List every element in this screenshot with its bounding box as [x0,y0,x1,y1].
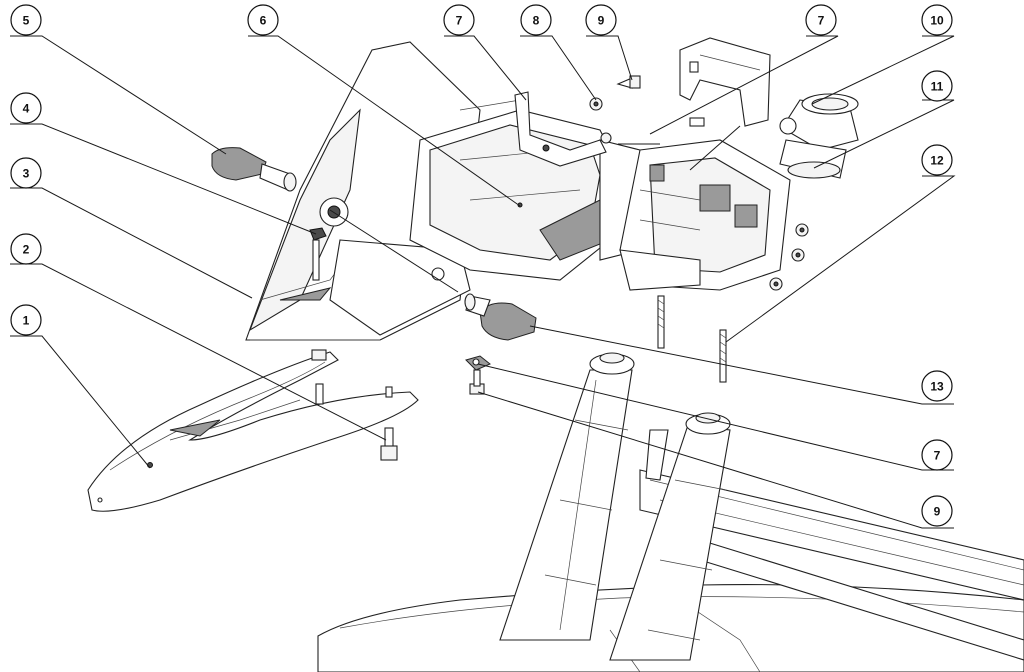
callout-13-label: 13 [930,380,944,394]
small-screws [600,117,809,291]
part-9-screw-lower [469,369,485,395]
part-3-headlight-cowl [245,41,481,341]
callout-7-bottom: 7 [921,439,953,471]
instrument-bracket [619,139,791,291]
part-7-bracket-right [679,37,771,127]
part-5-turn-signal [211,147,297,192]
part-8-screw [589,97,603,111]
callout-7a-label: 7 [456,14,463,28]
part-4-nut [309,227,327,281]
fork-tube-left [499,352,635,641]
part-11-grommet [779,139,847,179]
callout-7-top-right: 7 [805,4,837,36]
part-9-screw-upper [616,75,641,89]
callout-12: 12 [921,144,953,176]
part-10-grommet [779,93,859,151]
callout-10-label: 10 [930,14,944,28]
callout-9b-label: 9 [934,505,941,519]
callout-3-label: 3 [23,167,30,181]
callout-7-top-left: 7 [443,4,475,36]
callout-7c-label: 7 [934,449,941,463]
callout-4: 4 [10,92,42,124]
callout-1: 1 [10,304,42,336]
callout-8-label: 8 [533,14,540,28]
part-7-speed-nut [465,355,491,371]
callout-11: 11 [921,70,953,102]
part-12-stud [657,295,727,383]
part-2-bolt [311,349,398,461]
callout-3: 3 [10,157,42,189]
callout-5: 5 [10,4,42,36]
callout-5-label: 5 [23,14,30,28]
callout-2: 2 [10,233,42,265]
callout-10: 10 [921,4,953,36]
callout-8: 8 [520,4,552,36]
callout-6-label: 6 [260,14,267,28]
part-7-bracket-upper [514,91,607,167]
callout-7b-label: 7 [818,14,825,28]
callout-6: 6 [247,4,279,36]
callout-4-label: 4 [23,102,30,116]
callout-12-label: 12 [930,154,944,168]
callout-11-label: 11 [931,80,944,94]
callout-9-bottom: 9 [921,495,953,527]
callout-1-label: 1 [23,314,30,328]
callout-13: 13 [921,370,953,402]
callout-2-label: 2 [23,243,30,257]
part-1-lower-fairing [87,351,419,512]
callout-9-top: 9 [585,4,617,36]
callout-9a-label: 9 [598,14,605,28]
leader-lines [10,35,956,529]
part-13-turn-signal [464,293,537,341]
